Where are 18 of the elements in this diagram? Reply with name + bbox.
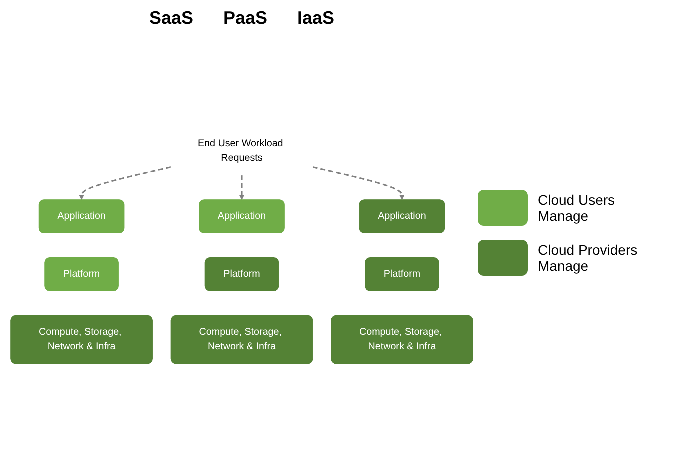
arrow (79, 166, 172, 200)
node-box: Compute, Storage, Network & Infra (170, 315, 314, 364)
arrow (239, 175, 245, 200)
node-box: Application (199, 200, 285, 234)
service-label: PaaS (223, 8, 268, 29)
legend-label: Cloud Providers Manage (538, 242, 639, 274)
node-box: Platform (204, 258, 280, 292)
arrow (312, 166, 405, 200)
service-label: SaaS (149, 8, 194, 29)
service-label: IaaS (298, 8, 335, 29)
legend-label: Cloud Users Manage (538, 192, 616, 224)
node-text: End User Workload Requests (198, 138, 284, 164)
node-box: Platform (44, 258, 119, 292)
node-box: Platform (365, 258, 440, 292)
node-box: Compute, Storage, Network & Infra (331, 315, 474, 364)
node-box: Application (359, 200, 446, 234)
node-box: Application (38, 200, 125, 234)
node-box: Compute, Storage, Network & Infra (10, 315, 153, 364)
